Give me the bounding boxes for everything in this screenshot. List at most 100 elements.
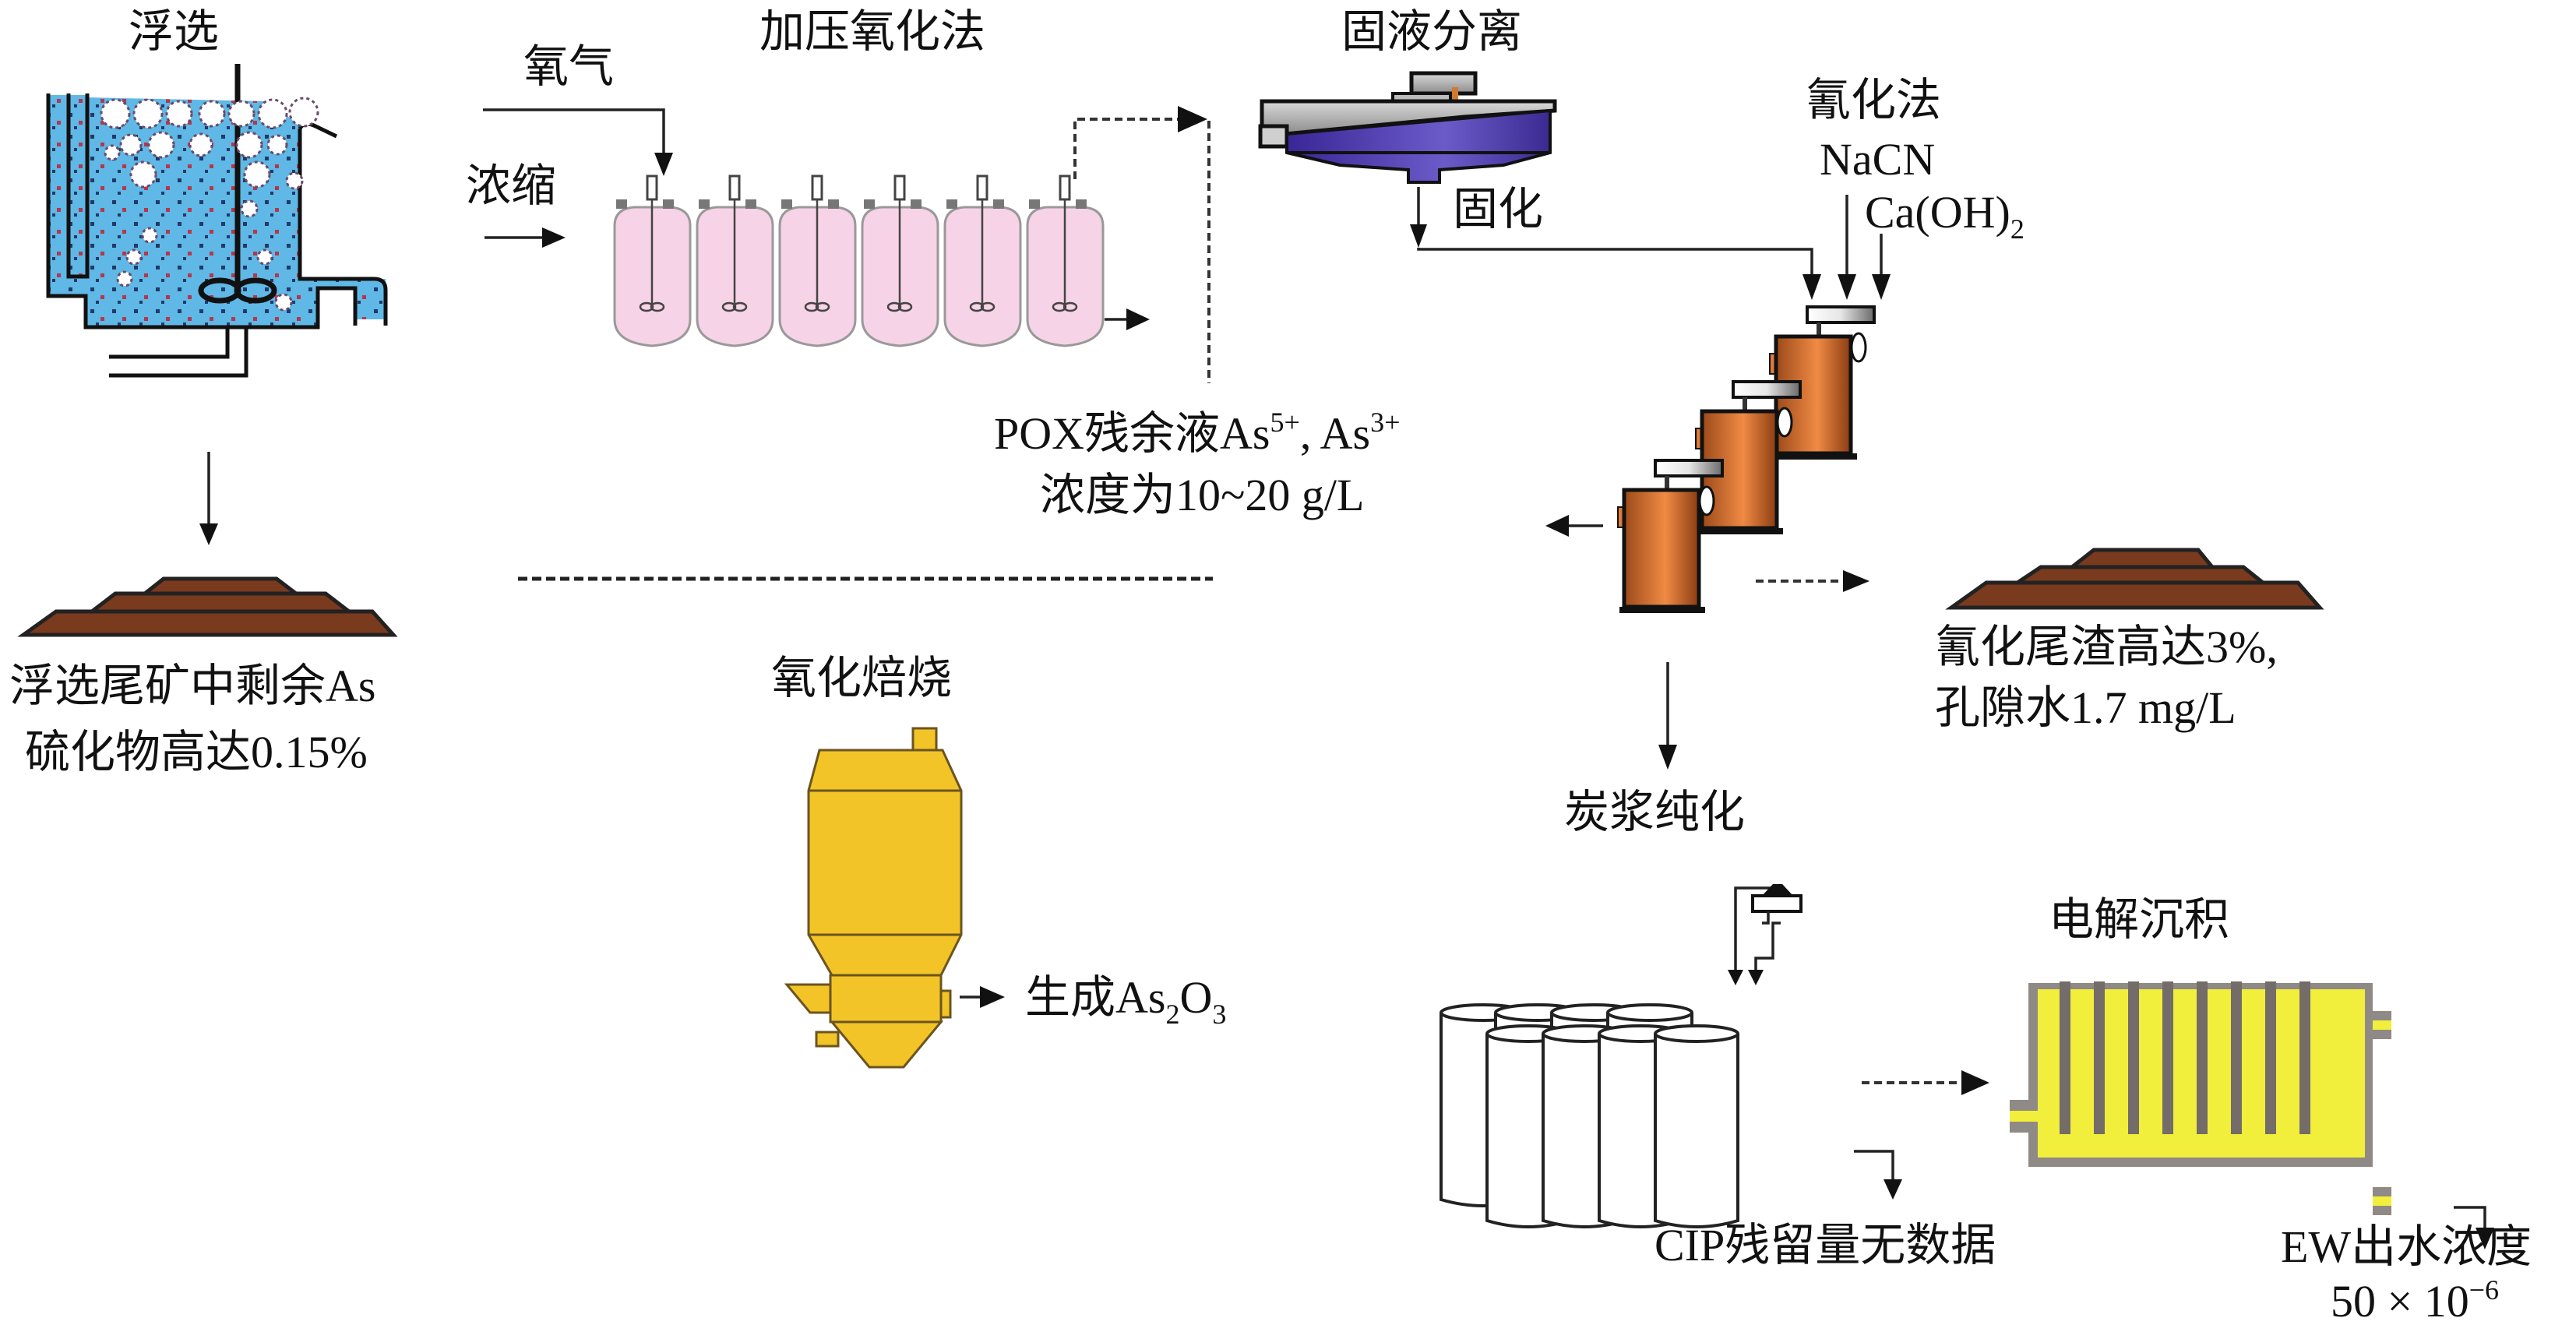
autoclave-discharge-arrow: [1105, 308, 1150, 330]
ew-electrode: [2128, 981, 2139, 1134]
cip-to-ew-dashed-arrow: [1862, 1070, 1989, 1095]
solidify-label: 固化: [1453, 184, 1543, 234]
cyanidation-tanks-icon: [1617, 305, 1876, 613]
impeller: [969, 301, 985, 312]
impeller: [815, 301, 830, 312]
cip-tanks-icon: [1440, 1003, 1739, 1228]
reagent-feed-arrows: [1838, 195, 1891, 300]
agitator-motor: [728, 174, 741, 201]
pox-residue-line2: 浓度为10~20 g/L: [1040, 470, 1364, 520]
roasting-stage: 氧化焙烧 生成As2O3: [771, 653, 1226, 1069]
impeller: [886, 301, 902, 312]
ew-inlet-flow: [2010, 1111, 2038, 1122]
separation-stage: 固液分离 固化: [1258, 6, 1821, 300]
ew-outlet: [2373, 1011, 2391, 1020]
ew-electrode: [2060, 981, 2070, 1134]
residue-dashed-arrow: [1756, 570, 1869, 592]
ew-right-wall: [2365, 983, 2373, 1167]
autoclave-compartment: [1026, 174, 1105, 347]
concentrate-feed-arrow: [485, 227, 566, 248]
cip-residue-label: CIP残留量无数据: [1654, 1220, 1996, 1270]
roaster-product-arrow: [960, 986, 1005, 1008]
nozzle: [911, 199, 922, 209]
tank-base: [1619, 607, 1705, 613]
motor: [1776, 407, 1793, 438]
pox-liquor-dashed-arrow: [1073, 106, 1210, 383]
nozzle: [616, 199, 627, 209]
electrowinning-cell-icon: [2010, 981, 2391, 1215]
tailings-pile-icon: [17, 576, 398, 637]
agitator-motor: [1059, 174, 1071, 201]
ew-outlet: [2373, 1206, 2391, 1215]
ew-outlet: [2373, 1030, 2391, 1039]
oxygen-feed-arrow: [483, 108, 673, 176]
tank-body: [1622, 488, 1701, 609]
flotation-cell-icon: [46, 64, 388, 378]
impeller: [639, 301, 654, 312]
flotation-tailings-line1: 浮选尾矿中剩余As: [9, 661, 375, 711]
pox-stage: 加压氧化法 氧气 浓缩 POX残余液As5+, As3+ 浓度为10~20 g/…: [466, 6, 1400, 520]
carbon-feed-icon: [1728, 884, 1802, 985]
nozzle: [993, 199, 1004, 209]
cyanide-tailings-line2: 孔隙水1.7 mg/L: [1935, 682, 2236, 733]
autoclave-compartment: [778, 174, 857, 347]
tank-base: [1771, 453, 1857, 460]
agitator-motor: [811, 174, 823, 201]
drive-shaft: [1743, 397, 1747, 410]
thickener-icon: [1258, 71, 1557, 184]
autoclave-compartment: [613, 174, 692, 347]
reagent-nacn-label: NaCN: [1820, 134, 1935, 185]
solution-out-arrow: [1545, 515, 1603, 537]
oxygen-label: 氧气: [523, 41, 614, 92]
impeller: [1052, 301, 1067, 312]
ew-inlet: [2010, 1122, 2038, 1133]
cip-residue-arrow: [1854, 1150, 1902, 1200]
agitator-motor: [976, 174, 988, 201]
impeller: [721, 301, 737, 312]
flotation-title: 浮选: [129, 6, 219, 57]
autoclave-compartment: [943, 174, 1022, 347]
ew-outlet: [2373, 1187, 2391, 1196]
cip-stage: 炭浆纯化 CIP残留量无数据: [1440, 787, 1996, 1270]
electrowinning-title: 电解沉积: [2049, 894, 2229, 945]
ew-inlet: [2010, 1100, 2038, 1111]
ew-electrode: [2299, 981, 2310, 1134]
flow-arrow-down: [199, 452, 218, 545]
cyanidation-title: 氰化法: [1806, 75, 1941, 125]
nozzle: [828, 199, 839, 209]
ew-outlet-flow: [2373, 1020, 2391, 1030]
roasting-product-label: 生成As2O3: [1025, 972, 1226, 1030]
tank-drive: [1654, 459, 1724, 477]
concentrate-label: 浓缩: [466, 160, 556, 211]
ew-electrode: [2162, 981, 2173, 1134]
nozzle: [1029, 199, 1040, 209]
tank-drive: [1732, 380, 1802, 399]
cylinder-top: [1654, 1024, 1739, 1043]
cylinder-body: [1654, 1034, 1739, 1228]
ew-electrode: [2197, 981, 2208, 1134]
cip-title: 炭浆纯化: [1564, 787, 1745, 837]
ew-effluent-arrow: [2454, 1206, 2494, 1249]
roasting-title: 氧化焙烧: [771, 653, 952, 703]
ew-electrode: [2094, 981, 2105, 1134]
impeller: [1062, 301, 1078, 312]
impeller: [732, 301, 748, 312]
electrowinning-stage: 电解沉积 EW出水浓度 50 × 10−6: [2010, 894, 2532, 1327]
tank-drive: [1806, 305, 1876, 324]
nozzle: [781, 199, 792, 209]
nozzle: [946, 199, 957, 209]
cylinder-top: [1606, 1003, 1693, 1022]
flotation-stage: 浮选: [9, 6, 398, 777]
impeller: [650, 301, 665, 312]
drive-shaft: [1665, 476, 1669, 488]
agitator-motor: [893, 174, 906, 201]
impeller: [804, 301, 819, 312]
cip-tank-front: [1654, 1024, 1739, 1228]
nozzle: [1076, 199, 1087, 209]
motor: [1698, 485, 1715, 516]
leach-tank: [1617, 459, 1724, 613]
impeller: [897, 301, 913, 312]
cyanidation-stage: 氰化法 NaCN Ca(OH)2 氰化尾渣高达3%, 孔隙水1.7 mg/L: [1545, 75, 2324, 770]
tank-base: [1697, 528, 1783, 534]
